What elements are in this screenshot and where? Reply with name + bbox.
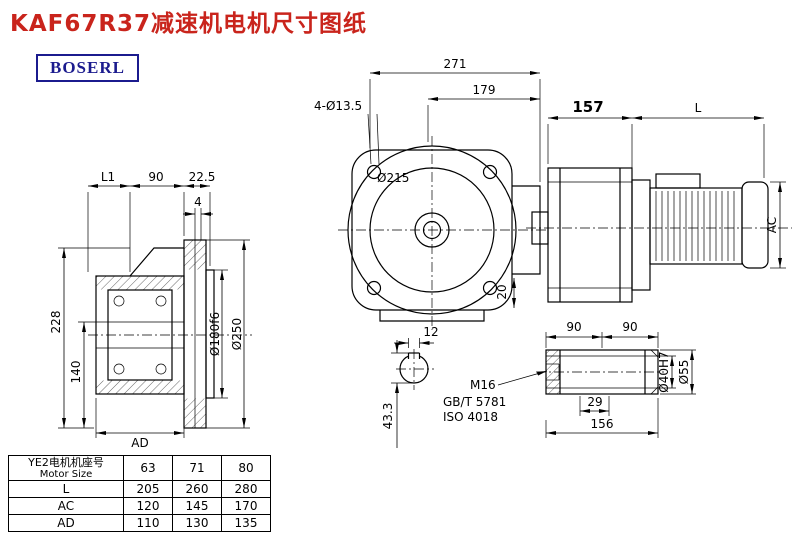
dim-157-label: 157 bbox=[572, 98, 603, 116]
motor-size-table: YE2电机机座号 Motor Size 63 71 80 L 205 260 2… bbox=[8, 455, 271, 532]
side-view: 157 L AC bbox=[526, 98, 792, 303]
dim-215-label: Ø215 bbox=[377, 171, 409, 185]
dim-22-5-label: 22.5 bbox=[189, 170, 216, 184]
motor-fins bbox=[655, 191, 735, 261]
standard-iso-label: ISO 4018 bbox=[443, 410, 498, 424]
left-view: L1 90 22.5 4 228 140 AD Ø180f6 Ø250 bbox=[49, 170, 252, 450]
table-cell: 280 bbox=[221, 480, 271, 498]
dim-29-label: 29 bbox=[587, 395, 602, 409]
table-size-63: 63 bbox=[123, 455, 173, 481]
table-header-row: YE2电机机座号 Motor Size 63 71 80 bbox=[8, 455, 271, 481]
dim-250-label: Ø250 bbox=[230, 318, 244, 350]
dim-20-label: 20 bbox=[495, 284, 509, 299]
table-cell: 145 bbox=[172, 497, 222, 515]
dim-140-label: 140 bbox=[69, 361, 83, 384]
dim-55-label: Ø55 bbox=[677, 360, 691, 385]
dim-90-label: 90 bbox=[148, 170, 163, 184]
dim-90b-label: 90 bbox=[622, 320, 637, 334]
table-row: AD 110 130 135 bbox=[8, 514, 271, 532]
table-header-cn: YE2电机机座号 bbox=[28, 456, 104, 469]
table-cell: 120 bbox=[123, 497, 173, 515]
dim-156-label: 156 bbox=[591, 417, 614, 431]
table-row: AC 120 145 170 bbox=[8, 497, 271, 515]
dim-228-label: 228 bbox=[49, 311, 63, 334]
table-cell: 205 bbox=[123, 480, 173, 498]
boserl-logo-text: BOSERL bbox=[50, 58, 125, 77]
table-size-80: 80 bbox=[221, 455, 271, 481]
dim-AD-label: AD bbox=[131, 436, 148, 450]
table-cell: 135 bbox=[221, 514, 271, 532]
shaft-section-view: 12 43.3 bbox=[381, 325, 439, 448]
standard-gbt-label: GB/T 5781 bbox=[443, 395, 506, 409]
table-cell: 170 bbox=[221, 497, 271, 515]
dim-180-label: Ø180f6 bbox=[208, 312, 222, 356]
dim-271-label: 271 bbox=[444, 57, 467, 71]
table-cell: 260 bbox=[172, 480, 222, 498]
row-label-AD: AD bbox=[8, 514, 124, 532]
table-cell: 110 bbox=[123, 514, 173, 532]
table-size-71: 71 bbox=[172, 455, 222, 481]
table-header-en: Motor Size bbox=[39, 469, 93, 480]
dim-40-label: Ø40H7 bbox=[657, 351, 671, 392]
dim-L-label: L bbox=[695, 101, 702, 115]
table-header-cell: YE2电机机座号 Motor Size bbox=[8, 455, 124, 481]
front-view: 271 179 4-Ø13.5 Ø215 20 bbox=[314, 57, 548, 330]
dim-179-label: 179 bbox=[473, 83, 496, 97]
table-row: L 205 260 280 bbox=[8, 480, 271, 498]
dim-AC-label: AC bbox=[765, 217, 779, 233]
table-cell: 130 bbox=[172, 514, 222, 532]
dim-90a-label: 90 bbox=[566, 320, 581, 334]
row-label-L: L bbox=[8, 480, 124, 498]
dim-4-label: 4 bbox=[194, 195, 202, 209]
shaft-end-view: 90 90 M16 GB/T 5781 ISO 4018 29 156 Ø40H… bbox=[443, 320, 696, 438]
dim-43-3-label: 43.3 bbox=[381, 403, 395, 430]
row-label-AC: AC bbox=[8, 497, 124, 515]
page-title: KAF67R37减速机电机尺寸图纸 bbox=[10, 11, 368, 37]
thread-label: M16 bbox=[470, 378, 496, 392]
bolt-holes-label: 4-Ø13.5 bbox=[314, 99, 362, 113]
dim-12-label: 12 bbox=[423, 325, 438, 339]
dim-L1-label: L1 bbox=[101, 170, 115, 184]
boserl-logo: BOSERL bbox=[36, 54, 139, 82]
